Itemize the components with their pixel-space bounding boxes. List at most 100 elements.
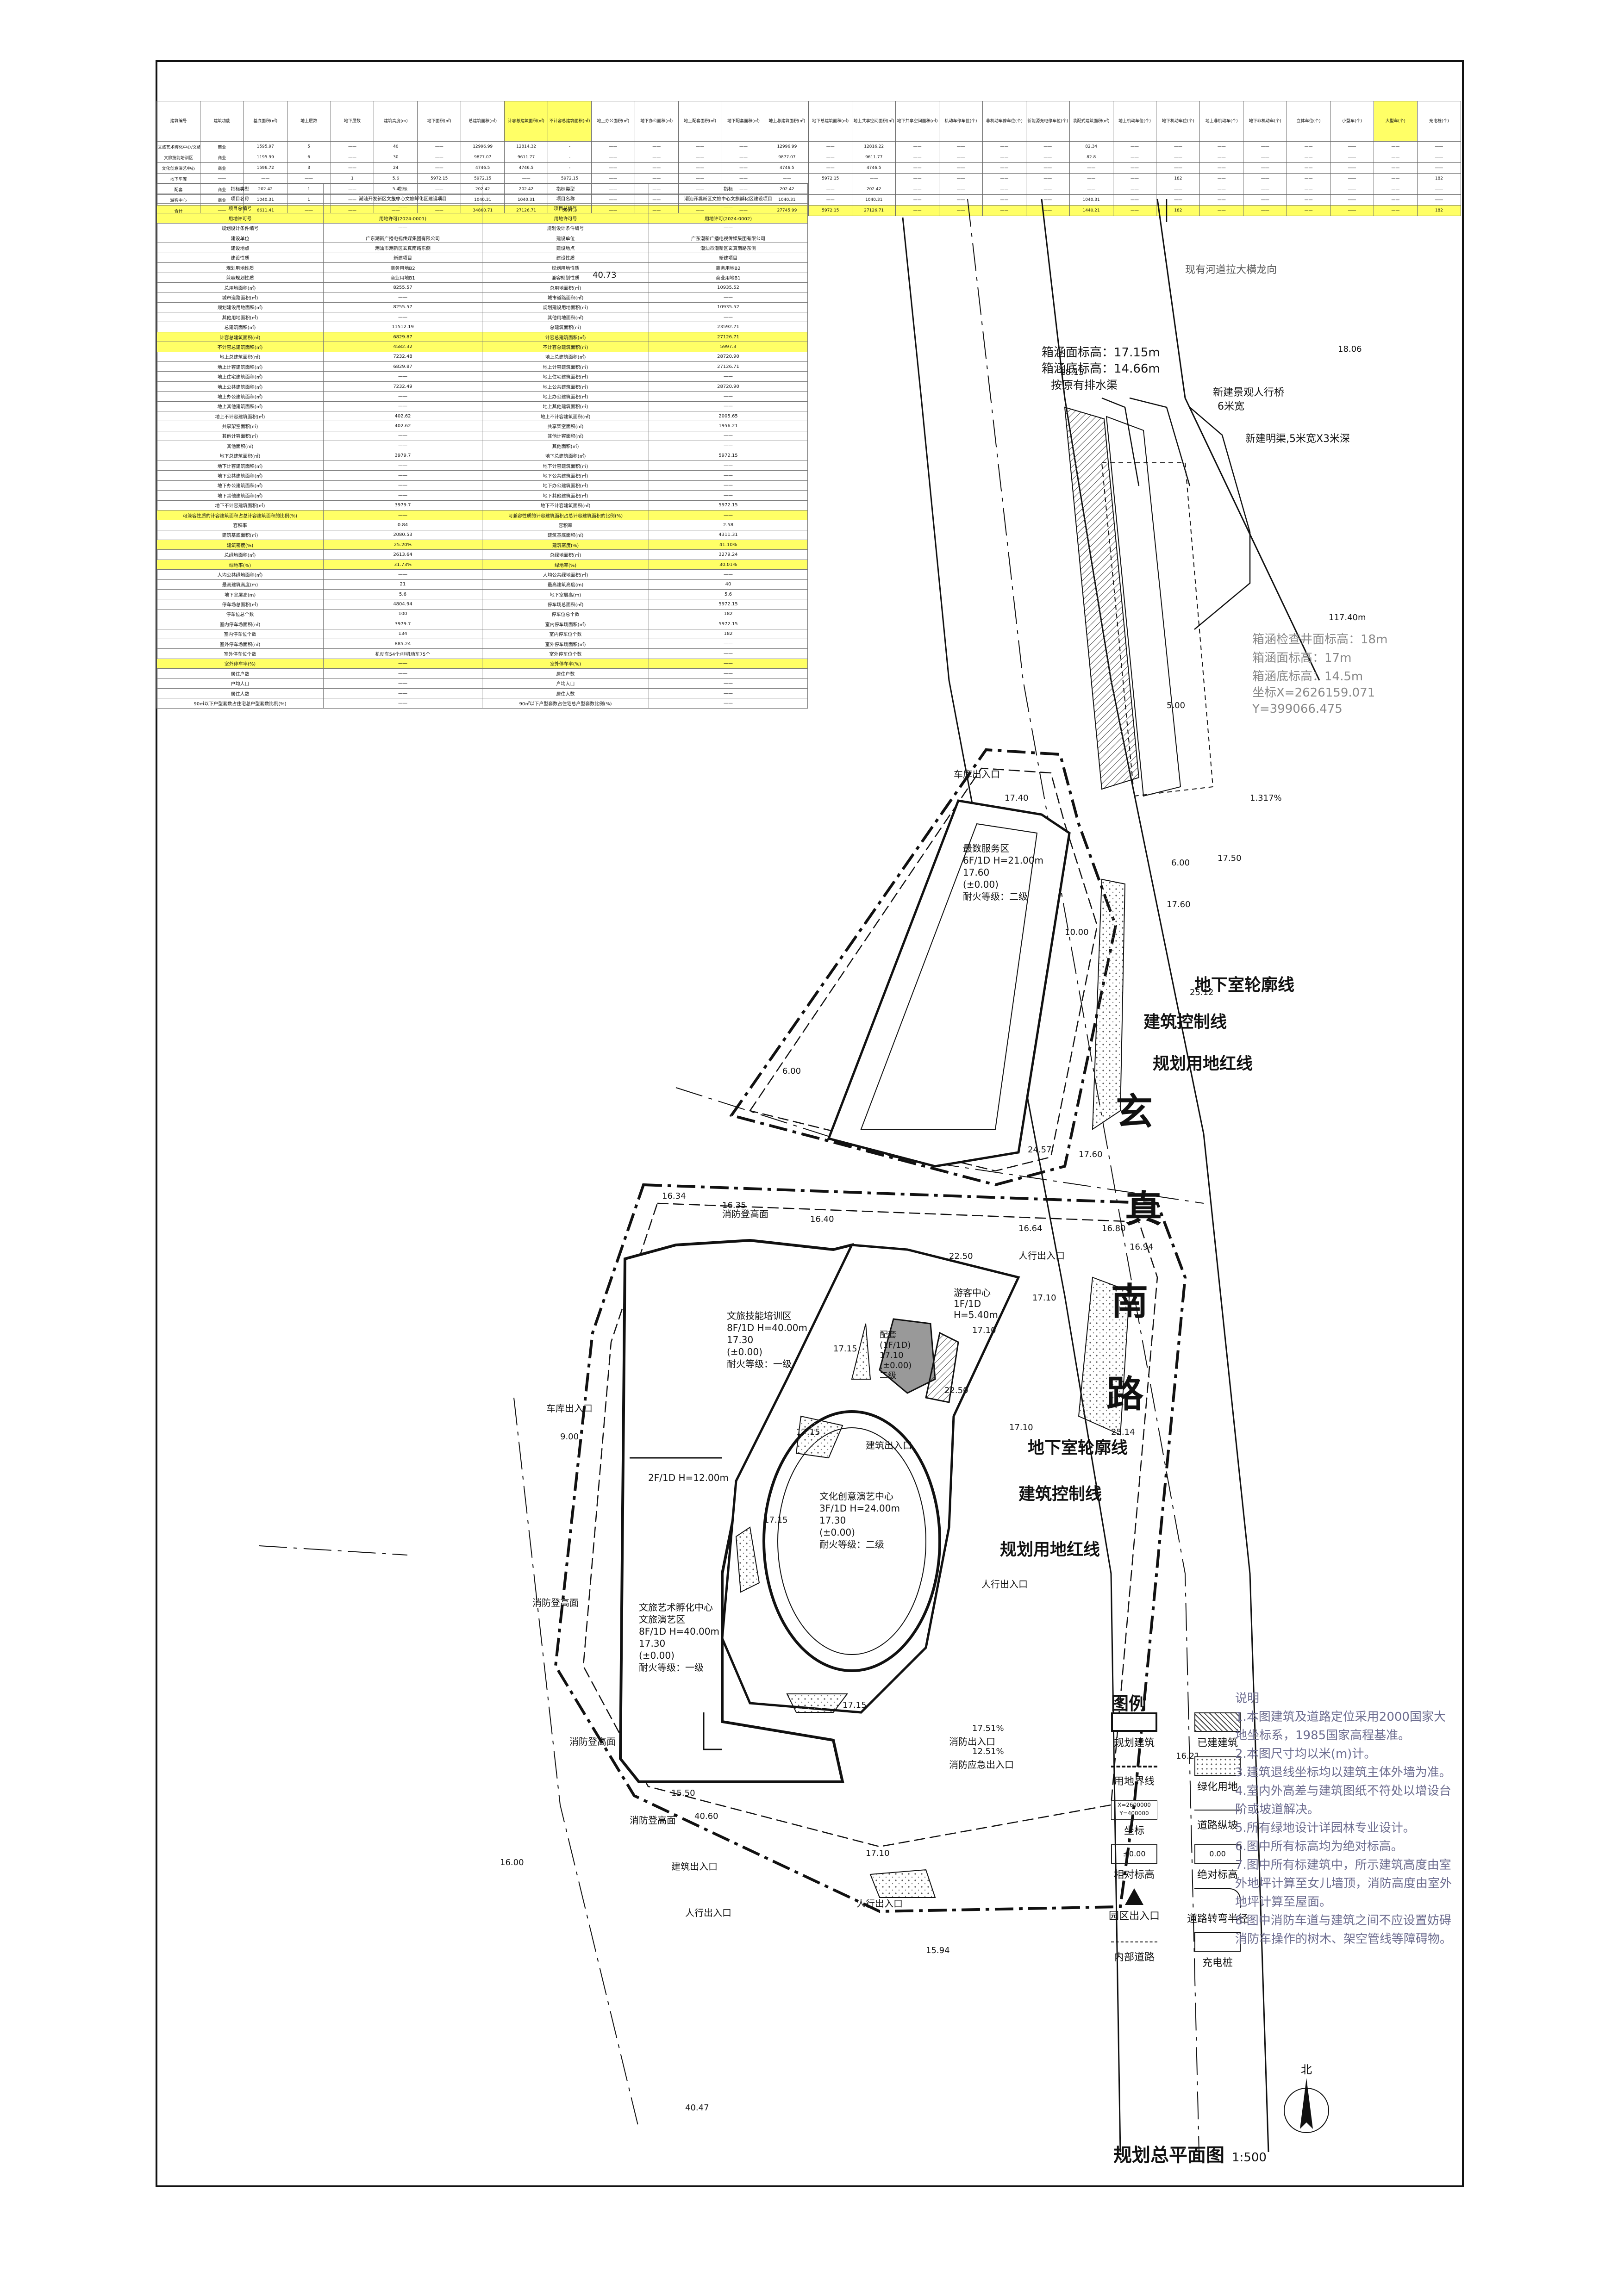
index-cell: 地上住宅建筑面积(㎡) — [156, 371, 324, 382]
summary-cell: —— — [1243, 194, 1287, 205]
legend-label: 内部道路 — [1113, 1952, 1155, 1963]
summary-cell: —— — [1287, 152, 1331, 163]
index-cell: 停车场总面积(㎡) — [156, 599, 324, 610]
index-cell: 建筑基底面积(㎡) — [156, 529, 324, 541]
index-cell: 2613.64 — [323, 549, 482, 560]
index-cell: 建筑基底面积(㎡) — [482, 529, 649, 541]
summary-cell: —— — [634, 152, 679, 163]
index-cell: 广东潮新广播电视传媒集团有限公司 — [323, 232, 482, 243]
summary-cell: —— — [1112, 173, 1157, 184]
index-cell: 3979.7 — [323, 500, 482, 510]
summary-cell: —— — [1199, 141, 1244, 152]
index-cell: 地上公共建筑面积(㎡) — [156, 381, 324, 392]
summary-cell: —— — [982, 184, 1026, 195]
legend-swatch: 0.00 — [1194, 1844, 1241, 1864]
index-row: 居住人数——居住人数—— — [156, 688, 808, 699]
summary-cell: —— — [808, 141, 853, 152]
summary-cell: —— — [895, 184, 940, 195]
summary-cell: —— — [330, 162, 375, 174]
index-cell: 3979.7 — [323, 619, 482, 629]
index-cell: 指标 — [323, 183, 482, 194]
summary-cell: —— — [1243, 173, 1287, 184]
summary-cell: —— — [1025, 184, 1070, 195]
summary-cell: 6 — [287, 152, 331, 163]
index-cell: 建筑密度(%) — [482, 540, 649, 550]
index-cell: 地上住宅建筑面积(㎡) — [482, 371, 649, 382]
summary-cell: —— — [504, 173, 549, 184]
index-cell: 指标 — [649, 183, 808, 194]
summary-cell: —— — [1373, 162, 1418, 174]
index-cell: 21 — [323, 579, 482, 590]
index-cell: —— — [649, 430, 808, 442]
summary-cell: 地下机动车位(个) — [1156, 101, 1200, 142]
summary-cell: —— — [982, 173, 1026, 184]
index-cell: —— — [323, 401, 482, 411]
summary-cell: —— — [330, 141, 375, 152]
index-cell: 4582.32 — [323, 342, 482, 352]
index-cell: 项目总编号 — [482, 203, 649, 214]
index-cell: 5972.15 — [649, 619, 808, 629]
summary-cell: —— — [1199, 173, 1244, 184]
index-cell: 容积率 — [482, 520, 649, 530]
index-cell: 人均公共绿地面积(㎡) — [156, 569, 324, 580]
notes-panel: 说明 1.本图建筑及道路定位采用2000国家大地坐标系，1985国家高程基准。2… — [1235, 1689, 1453, 1948]
summary-cell: - — [548, 152, 592, 163]
index-cell: 8255.57 — [323, 302, 482, 313]
summary-cell: 3 — [287, 162, 331, 174]
index-cell: —— — [649, 441, 808, 451]
legend-label: 用地界线 — [1113, 1776, 1155, 1787]
summary-cell: —— — [721, 162, 766, 174]
summary-cell: 商业 — [200, 162, 244, 174]
index-cell: 地下其他建筑面积(㎡) — [156, 490, 324, 501]
summary-cell: —— — [1330, 184, 1374, 195]
index-cell: 5.6 — [323, 589, 482, 600]
index-cell: 其他面积(㎡) — [482, 441, 649, 451]
legend-label: 相对标高 — [1113, 1869, 1155, 1881]
summary-cell: 文化创意演艺中心 — [156, 162, 200, 174]
summary-cell: 地上共享空间面积(㎡) — [852, 101, 896, 142]
summary-cell: —— — [634, 162, 679, 174]
summary-cell: —— — [1330, 141, 1374, 152]
index-row: 居住户数——居住户数—— — [156, 668, 808, 679]
summary-cell: —— — [1373, 152, 1418, 163]
legend-swatch — [1194, 1756, 1241, 1776]
summary-cell: —— — [721, 152, 766, 163]
summary-cell: 地上办公面积(㎡) — [591, 101, 635, 142]
index-cell: 地下办公建筑面积(㎡) — [156, 480, 324, 491]
summary-cell: 182 — [1417, 205, 1462, 216]
summary-cell: 地下车库 — [156, 173, 200, 184]
summary-cell: —— — [1025, 162, 1070, 174]
index-cell: 建设地点 — [156, 243, 324, 253]
summary-cell: 建筑编号 — [156, 101, 200, 142]
index-row: 项目名称潮汕开发新区文旅中心文旅孵化区建设项目项目名称潮汕开发新区文旅中心文旅孵… — [156, 193, 808, 204]
summary-cell: 商业 — [200, 152, 244, 163]
summary-cell: 5972.15 — [548, 173, 592, 184]
index-cell: 41.10% — [649, 540, 808, 550]
index-cell: 城市道路面积(㎡) — [482, 292, 649, 303]
summary-cell: 建筑高度(m) — [374, 101, 418, 142]
summary-cell: —— — [1287, 205, 1331, 216]
summary-cell: —— — [939, 173, 983, 184]
legend-label: 规划建筑 — [1113, 1737, 1155, 1749]
summary-cell: 1040.31 — [852, 194, 896, 205]
summary-cell: —— — [1243, 205, 1287, 216]
note-item: 6.图中所有标高均为绝对标高。 — [1235, 1840, 1403, 1854]
summary-cell: 5 — [287, 141, 331, 152]
index-cell: —— — [649, 490, 808, 501]
index-cell: 绿地率(%) — [482, 559, 649, 570]
summary-cell: 1040.31 — [1069, 194, 1113, 205]
summary-cell: —— — [1069, 184, 1113, 195]
summary-cell: 5972.15 — [808, 173, 853, 184]
summary-cell: —— — [1287, 184, 1331, 195]
index-cell: —— — [649, 401, 808, 411]
index-cell: 商务用地B2 — [323, 262, 482, 273]
index-cell: —— — [323, 391, 482, 402]
index-cell: —— — [649, 510, 808, 521]
index-cell: 指标类型 — [482, 183, 649, 194]
index-cell: 地上总建筑面积(㎡) — [482, 351, 649, 362]
index-cell: —— — [649, 223, 808, 233]
